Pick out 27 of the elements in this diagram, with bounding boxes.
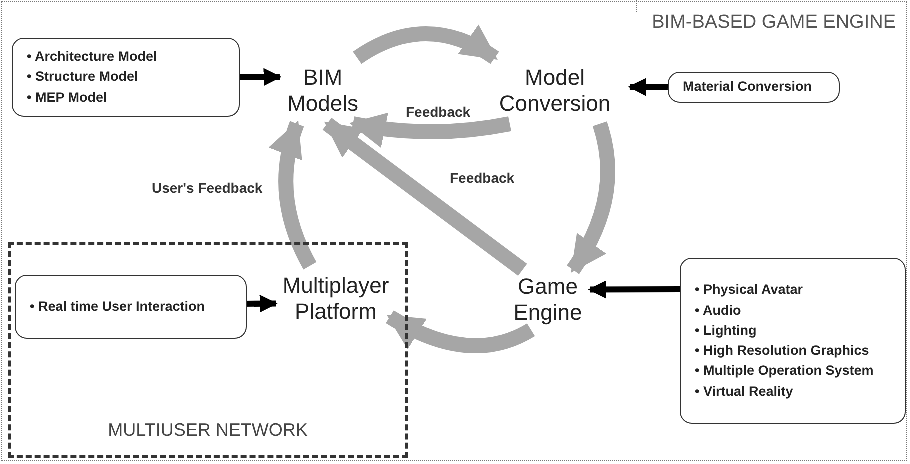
curved-arrow	[353, 25, 500, 64]
bullet-list: Material Conversion	[669, 77, 812, 98]
bullet-list: • Architecture Model • Structure Model • MEP Model	[13, 47, 158, 108]
arrow	[588, 280, 680, 299]
curved-arrow	[322, 118, 528, 276]
dashed-group-box	[8, 242, 408, 458]
edge-label: Feedback	[448, 170, 517, 186]
list-box	[12, 38, 240, 117]
bullet-list: • Physical Avatar • Audio • Lighting • High Resolution Graphics • Multiple Operation System • Virtual Reality	[681, 280, 874, 402]
arrow	[240, 68, 282, 86]
node-title: BIM Models	[286, 64, 360, 118]
edge-label: User's Feedback	[150, 180, 265, 196]
curved-arrow	[386, 310, 535, 354]
curved-arrow	[566, 122, 616, 274]
arrow	[628, 78, 668, 96]
bullet-list: • Real time User Interaction	[16, 296, 206, 318]
list-box	[668, 72, 840, 103]
curved-arrow	[350, 112, 512, 148]
node-title: Model Conversion	[498, 64, 612, 118]
diagram-title: BIM-BASED GAME ENGINE	[652, 12, 896, 34]
list-box	[15, 275, 247, 339]
edge-label: Feedback	[404, 104, 473, 120]
curved-arrow	[270, 120, 317, 270]
node-title: Multiplayer Platform	[282, 272, 390, 326]
node-title: Game Engine	[512, 274, 584, 326]
group-title: MULTIUSER NETWORK	[107, 420, 309, 441]
list-box	[680, 258, 906, 424]
